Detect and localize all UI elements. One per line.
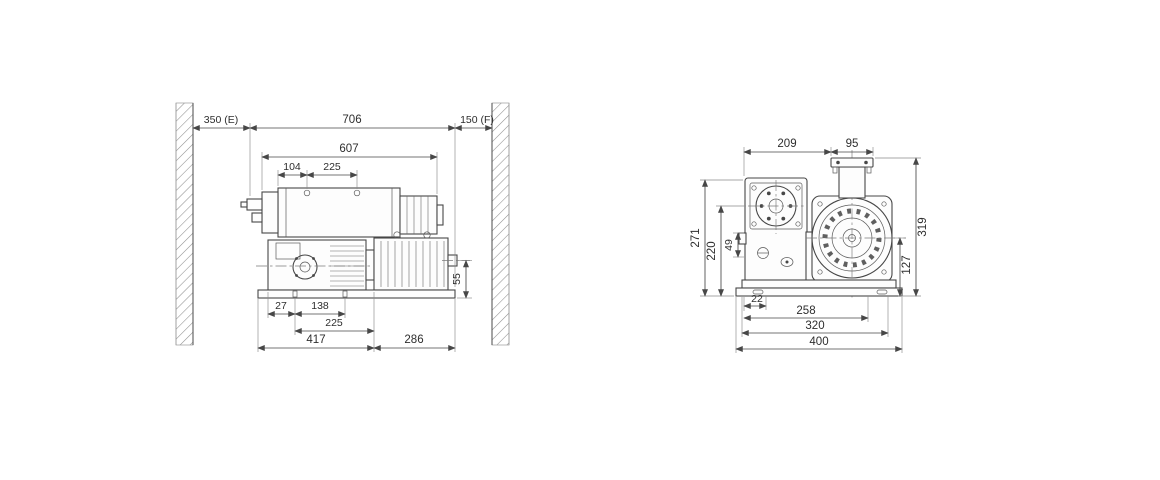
dim-side-upper-length: 607 <box>339 143 358 155</box>
motor-flange <box>292 254 318 280</box>
side-view: 350 (E) 706 150 (F) 607 104 225 55 27 13… <box>175 102 510 352</box>
dim-side-foot-spacing: 138 <box>311 300 329 312</box>
top-port-2 <box>353 189 361 197</box>
dim-front-overall-width: 400 <box>809 336 828 348</box>
anchor-slot-right <box>876 289 888 295</box>
base-slot-1 <box>292 290 298 298</box>
dim-side-overhang-length: 286 <box>404 334 423 346</box>
upper-right-box <box>399 195 438 235</box>
dim-side-port-spacing: 225 <box>323 161 341 173</box>
lifting-eye-1 <box>393 231 401 239</box>
upper-right-cap <box>436 204 444 226</box>
anchor-slot-left <box>752 289 764 295</box>
front-view-dimensions: 209 95 271 220 49 319 127 22 258 320 400 <box>690 138 929 353</box>
inlet-cap <box>240 201 248 208</box>
pump-front-silhouette <box>735 150 906 300</box>
dim-side-shaft-height: 55 <box>451 273 463 285</box>
discharge-flange <box>830 157 874 168</box>
dim-front-base-width: 320 <box>805 320 824 332</box>
dim-front-height-offset: 49 <box>723 239 735 251</box>
pump-block-fins <box>380 241 445 287</box>
dim-side-port-offset: 104 <box>283 161 301 173</box>
motor-fins <box>330 245 364 287</box>
discharge-neck <box>838 166 866 199</box>
dim-side-e-clearance: 350 (E) <box>204 114 238 126</box>
dim-front-width-port: 95 <box>846 138 859 150</box>
side-stub <box>738 232 747 245</box>
pump-side-silhouette <box>240 187 470 299</box>
left-wall <box>175 102 194 346</box>
dim-front-height-flange: 220 <box>706 241 718 260</box>
dim-front-foot-offset: 22 <box>751 293 763 305</box>
dim-side-foot-offset: 27 <box>275 300 287 312</box>
gauge-fitting <box>251 212 263 223</box>
dim-front-foot-spacing: 258 <box>796 305 815 317</box>
base-plate-front-upper <box>741 279 897 289</box>
side-view-dimensions: 350 (E) 706 150 (F) 607 104 225 55 27 13… <box>192 114 494 352</box>
coupling <box>365 249 375 281</box>
top-port-1 <box>303 189 311 197</box>
end-cap <box>261 191 279 234</box>
dim-side-overall-length: 706 <box>342 114 361 126</box>
dim-front-height-gearbox: 271 <box>690 228 702 247</box>
base-slot-2 <box>342 290 348 298</box>
terminal-box <box>275 242 301 260</box>
motor-body <box>267 239 367 291</box>
dim-front-height-axis: 127 <box>901 255 913 274</box>
inlet-fitting <box>246 198 263 211</box>
dim-side-foot-span: 225 <box>325 317 343 329</box>
dim-side-f-clearance: 150 (F) <box>460 114 494 126</box>
base-plate-side <box>257 289 456 299</box>
dim-front-width-left: 209 <box>777 138 796 150</box>
dim-front-height-overall: 319 <box>917 217 929 236</box>
right-wall <box>491 102 510 346</box>
front-view: 209 95 271 220 49 319 127 22 258 320 400 <box>690 138 929 353</box>
dim-side-base-length: 417 <box>306 334 325 346</box>
lifting-eye-2 <box>423 231 431 239</box>
sight-glass <box>780 257 794 267</box>
upper-body <box>277 187 401 238</box>
